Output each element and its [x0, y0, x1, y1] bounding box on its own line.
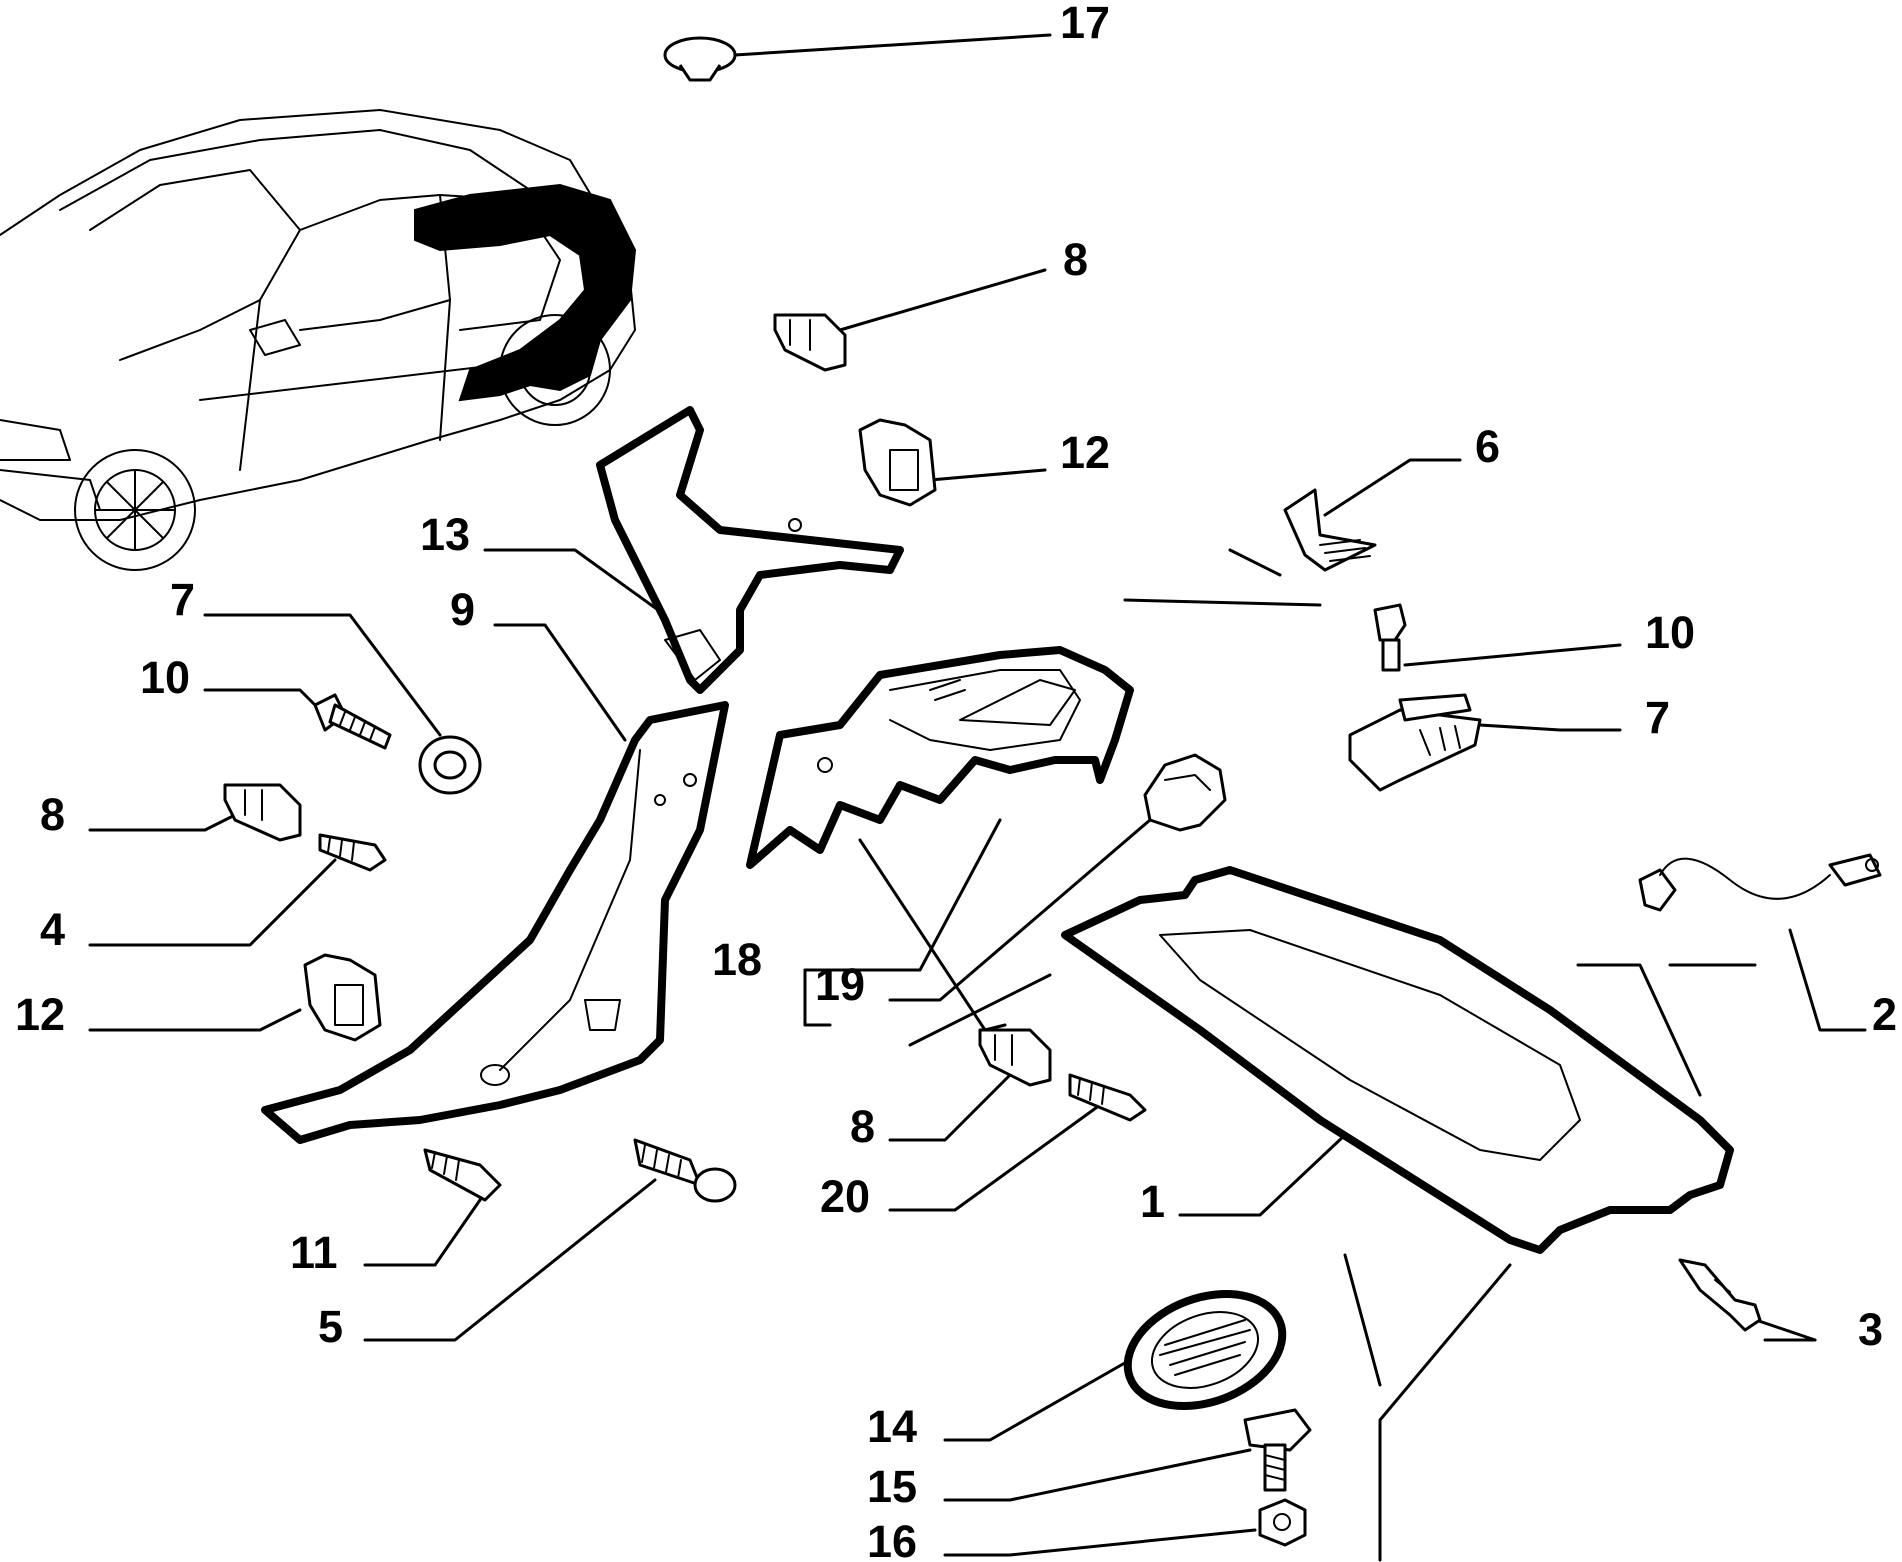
part-6-bracket: [1283, 488, 1377, 572]
part-18-side-trim-panel: [746, 646, 1134, 869]
part-8-clip-top: [773, 313, 847, 372]
part-13-upper-pillar-trim: [596, 406, 904, 694]
part-14-speaker-grille: [1123, 1289, 1287, 1411]
part-12-clip-top: [858, 418, 937, 507]
callout-17: 17: [1060, 0, 1110, 48]
part-10-screw-left: [313, 693, 392, 750]
callout-5: 5: [318, 1301, 343, 1352]
callout-8-top: 8: [1063, 234, 1088, 285]
callout-3: 3: [1858, 1304, 1883, 1355]
part-8-clip-lower: [978, 1028, 1052, 1087]
part-19-clip-cover: [1143, 753, 1227, 832]
callout-7-left: 7: [170, 574, 195, 625]
callout-12-top: 12: [1060, 427, 1110, 478]
callout-labels: 17 8 12 6 13 7 9 10 8 4 12 10 7 2 18 19 …: [15, 0, 1897, 1562]
callout-2: 2: [1872, 989, 1897, 1040]
callout-8-lower: 8: [850, 1101, 875, 1152]
callout-19: 19: [815, 959, 865, 1010]
callout-7-right: 7: [1645, 692, 1670, 743]
part-9-lower-pillar-trim: [261, 701, 729, 1144]
part-20-screw: [1068, 1073, 1147, 1122]
callout-18: 18: [712, 934, 762, 985]
callout-6: 6: [1475, 421, 1500, 472]
callout-14: 14: [867, 1401, 917, 1452]
callout-12-left: 12: [15, 989, 65, 1040]
callout-10-left: 10: [140, 652, 190, 703]
callout-16: 16: [867, 1516, 917, 1562]
part-1-parcel-shelf: [1061, 866, 1734, 1254]
part-7-grommet-left: [418, 735, 482, 795]
car-overview-illustration: [0, 109, 637, 571]
part-16-nut: [1258, 1498, 1307, 1547]
part-8-clip-left: [223, 783, 302, 842]
part-7-retainer-right: [1348, 693, 1482, 792]
callout-11: 11: [290, 1227, 338, 1278]
part-11-screw: [423, 1148, 502, 1202]
callout-20: 20: [820, 1171, 870, 1222]
callout-4: 4: [40, 904, 65, 955]
part-2-strap-cable: [1638, 853, 1882, 912]
part-5-expansion-screw: [633, 1138, 737, 1203]
part-10-bolt-right: [1373, 603, 1407, 672]
part-17-cap-plug: [663, 36, 737, 82]
callout-15: 15: [867, 1461, 917, 1512]
callout-9: 9: [450, 584, 475, 635]
part-15-bolt: [1243, 1408, 1312, 1492]
part-12-clip-left: [303, 953, 382, 1042]
callout-13: 13: [420, 509, 470, 560]
callout-1: 1: [1140, 1176, 1165, 1227]
leader-lines: [88, 33, 1867, 1562]
part-4-screw: [318, 833, 387, 872]
callout-10-right: 10: [1645, 607, 1695, 658]
callout-8-left: 8: [40, 789, 65, 840]
part-3-push-pin: [1678, 1258, 1762, 1332]
